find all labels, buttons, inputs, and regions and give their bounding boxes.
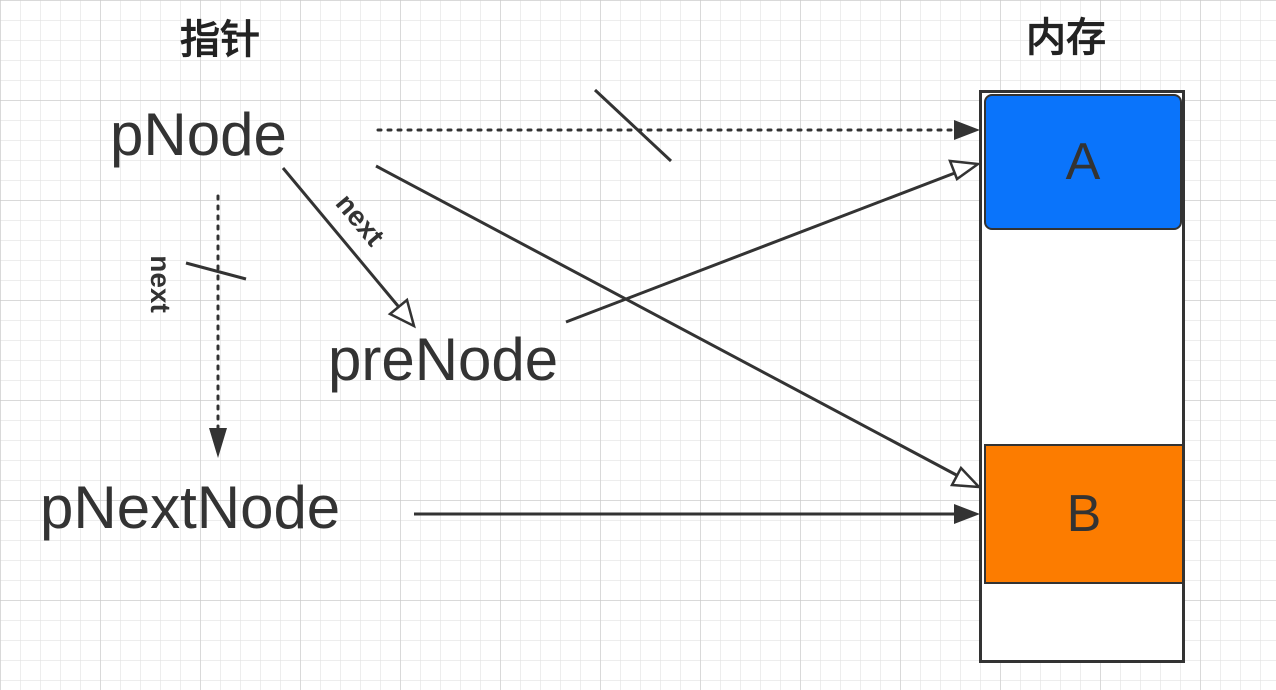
memory-cell-a: A [984, 94, 1182, 230]
pnode-to-a-cross-mark [593, 88, 673, 163]
next-label-vertical: next [144, 255, 176, 313]
pnode-to-pnextnode-cross-mark [185, 261, 247, 281]
prenode-label: preNode [328, 326, 559, 393]
pnode-to-pnextnode-arrowhead [209, 428, 227, 458]
pnode-to-prenode-arrowhead [387, 297, 416, 329]
pnode-to-a-arrowhead [954, 120, 980, 140]
memory-cell-b: B [984, 444, 1184, 584]
prenode-to-a-arrowhead [948, 159, 982, 181]
pnode-to-b-arrowhead [950, 465, 983, 489]
pnode-label: pNode [110, 101, 287, 168]
memory-heading: 内存 [1026, 15, 1106, 61]
pnextnode-label: pNextNode [40, 474, 341, 541]
prenode-to-a-edge [565, 169, 961, 324]
pnextnode-to-b-arrowhead [954, 504, 980, 524]
pnode-to-prenode-edge [281, 167, 405, 313]
pointers-heading: 指针 [180, 17, 260, 63]
pnode-to-b-edge [375, 164, 963, 480]
